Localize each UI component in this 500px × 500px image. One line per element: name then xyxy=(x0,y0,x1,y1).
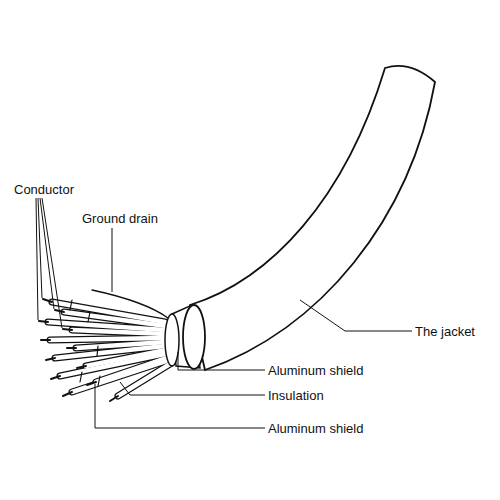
aluminum-shield-edge xyxy=(165,314,179,366)
jacket-cut-edge xyxy=(183,305,205,369)
part-label: Conductor xyxy=(14,182,74,197)
part-label: Aluminum shield xyxy=(268,421,363,436)
cable-jacket xyxy=(190,66,435,370)
part-label: Ground drain xyxy=(82,211,158,226)
part-label: Aluminum shield xyxy=(268,363,363,378)
insulated-wires xyxy=(39,299,170,401)
leader-lines xyxy=(36,198,412,428)
part-label: The jacket xyxy=(415,324,475,339)
part-label: Insulation xyxy=(268,388,324,403)
